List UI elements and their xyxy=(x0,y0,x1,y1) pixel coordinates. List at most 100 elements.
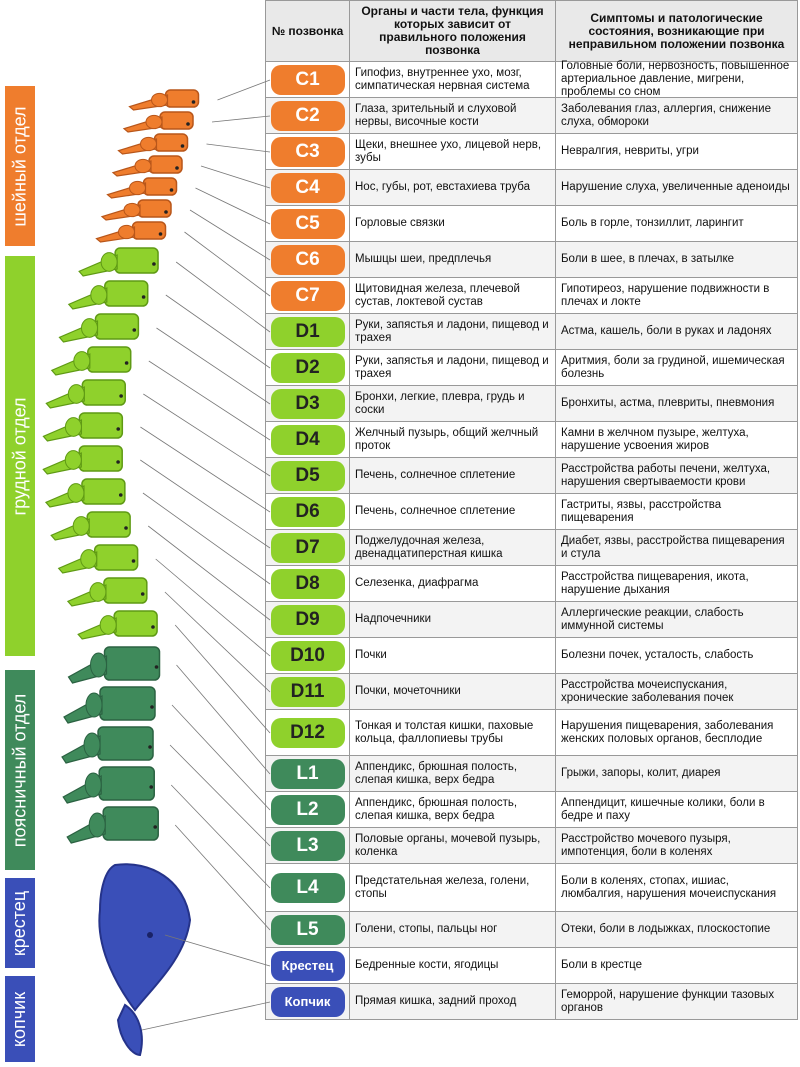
vertebra-badge: D12 xyxy=(270,717,345,748)
vertebra-cell: L1 xyxy=(266,756,350,791)
vertebra-shape xyxy=(58,313,140,343)
vertebra-badge: L5 xyxy=(270,914,345,945)
vertebra-badge: D2 xyxy=(270,352,345,383)
symptoms-cell: Аппендицит, кишечные колики, боли в бедр… xyxy=(561,796,765,822)
vertebra-cell: D9 xyxy=(266,602,350,637)
vertebra-cell: D7 xyxy=(266,530,350,565)
symptoms-cell: Расстройства мочеиспускания, хронические… xyxy=(561,678,734,704)
symptoms-cell: Астма, кашель, боли в руках и ладонях xyxy=(561,325,772,337)
coccyx-shape xyxy=(116,1003,143,1057)
vertebra-cell: D5 xyxy=(266,458,350,493)
vertebra-badge: D9 xyxy=(270,604,345,635)
vertebra-cell: D3 xyxy=(266,386,350,421)
symptoms-cell: Грыжи, запоры, колит, диарея xyxy=(561,767,721,779)
vertebra-shape xyxy=(67,280,149,310)
symptoms-cell: Гастриты, язвы, расстройства пищеварения xyxy=(561,498,722,524)
vertebra-badge: C1 xyxy=(270,64,345,95)
vertebra-shape xyxy=(42,412,124,442)
symptoms-cell: Диабет, язвы, расстройства пищеварения и… xyxy=(561,534,785,560)
vertebra-cell: C4 xyxy=(266,170,350,205)
vertebra-badge: C2 xyxy=(270,100,345,131)
vertebra-cell: D1 xyxy=(266,314,350,349)
vertebra-badge: D8 xyxy=(270,568,345,599)
symptoms-cell: Расстройства работы печени, желтуха, нар… xyxy=(561,462,771,488)
vertebra-shape xyxy=(57,544,139,574)
organs-cell: Аппендикс, брюшная полость, слепая кишка… xyxy=(350,756,556,791)
vertebra-cell: L2 xyxy=(266,792,350,827)
symptoms-cell: Боли в коленях, стопах, ишиас, люмбалгия… xyxy=(561,874,777,900)
vertebra-badge: L1 xyxy=(270,758,345,789)
organs-cell: Мышцы шеи, предплечья xyxy=(350,242,556,277)
sacrum-shape xyxy=(98,863,192,1012)
symptoms-cell: Бронхиты, астма, плевриты, пневмония xyxy=(561,397,775,409)
symptoms-cell: Геморрой, нарушение функции тазовых орга… xyxy=(561,988,775,1014)
symptoms-cell: Аллергические реакции, слабость иммунной… xyxy=(561,606,744,632)
organs-cell: Предстательная железа, голени, стопы xyxy=(350,864,556,911)
symptoms-cell: Камни в желчном пузыре, желтуха, нарушен… xyxy=(561,426,749,452)
organs-cell: Надпочечники xyxy=(350,602,556,637)
organs-cell: Селезенка, диафрагма xyxy=(350,566,556,601)
symptoms-cell: Нарушения пищеварения, заболевания женск… xyxy=(561,719,774,745)
symptoms-cell: Болезни почек, усталость, слабость xyxy=(561,649,754,661)
symptoms-cell: Аритмия, боли за грудиной, ишемическая б… xyxy=(561,354,785,380)
vertebra-badge: L3 xyxy=(270,830,345,861)
vertebra-shape xyxy=(66,806,159,844)
header-organs: Органы и части тела, функция которых зав… xyxy=(350,1,556,61)
vertebra-badge: D6 xyxy=(270,496,345,527)
vertebra-cell: D12 xyxy=(266,710,350,755)
vertebra-badge: Крестец xyxy=(270,950,345,981)
symptoms-cell: Невралгия, невриты, угри xyxy=(561,145,699,157)
vertebra-shape xyxy=(100,199,172,221)
vertebra-badge: L2 xyxy=(270,794,345,825)
organs-cell: Половые органы, мочевой пузырь, коленка xyxy=(350,828,556,863)
vertebra-badge: D4 xyxy=(270,424,345,455)
organs-cell: Печень, солнечное сплетение xyxy=(350,494,556,529)
vertebra-badge: D7 xyxy=(270,532,345,563)
symptoms-cell: Нарушение слуха, увеличенные аденоиды xyxy=(561,181,790,193)
vertebra-shape xyxy=(66,577,148,607)
vertebra-shape xyxy=(95,221,167,243)
vertebra-shape xyxy=(63,686,156,724)
vertebra-shape xyxy=(44,478,126,508)
vertebra-badge: D1 xyxy=(270,316,345,347)
vertebra-badge: C6 xyxy=(270,244,345,275)
vertebra-cell: D8 xyxy=(266,566,350,601)
organs-cell: Нос, губы, рот, евстахиева труба xyxy=(350,170,556,205)
vertebra-cell: L5 xyxy=(266,912,350,947)
vertebrae-table: № позвонка Органы и части тела, функция … xyxy=(265,0,798,1020)
symptoms-cell: Боли в крестце xyxy=(561,959,643,971)
vertebra-shape xyxy=(61,726,154,764)
vertebra-shape xyxy=(78,247,159,277)
vertebra-cell: D11 xyxy=(266,674,350,709)
organs-cell: Горловые связки xyxy=(350,206,556,241)
vertebra-shape xyxy=(62,766,155,804)
symptoms-cell: Отеки, боли в лодыжках, плоскостопие xyxy=(561,923,771,935)
organs-cell: Аппендикс, брюшная полость, слепая кишка… xyxy=(350,792,556,827)
vertebra-badge: C5 xyxy=(270,208,345,239)
symptoms-cell: Боли в шее, в плечах, в затылке xyxy=(561,253,735,265)
section-label-lumbar: поясничный отдел xyxy=(5,670,35,870)
organs-cell: Голени, стопы, пальцы ног xyxy=(350,912,556,947)
organs-cell: Щитовидная железа, плечевой сустав, локт… xyxy=(350,278,556,313)
vertebra-shape xyxy=(111,155,183,177)
vertebra-badge: C4 xyxy=(270,172,345,203)
vertebra-shape xyxy=(77,610,158,640)
